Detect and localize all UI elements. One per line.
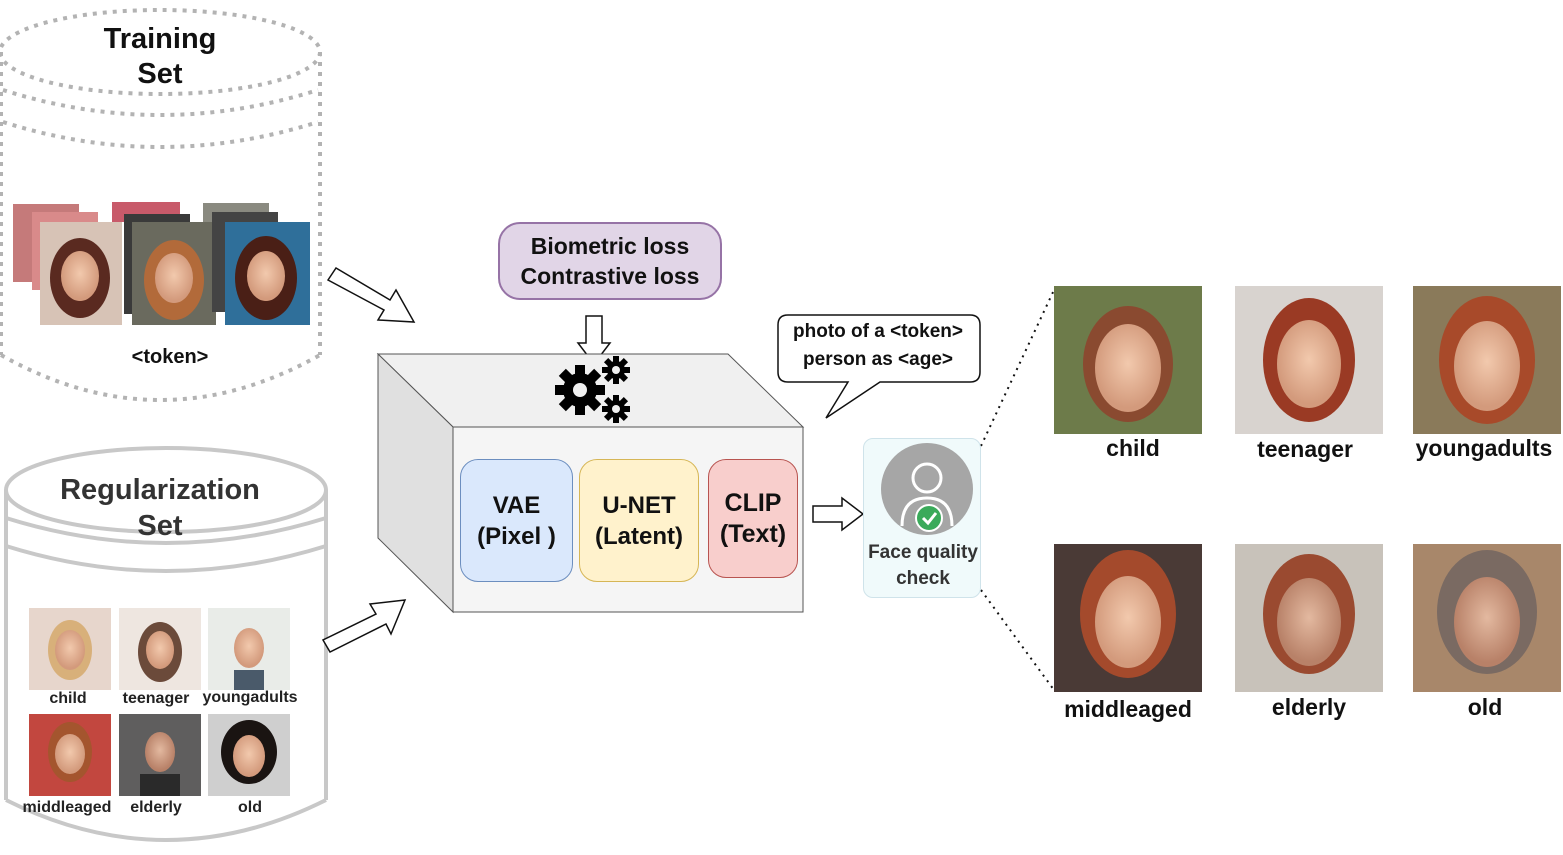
- prompt-bubble: [777, 314, 981, 419]
- output-label-elderly: elderly: [1271, 694, 1347, 720]
- output-label-middleaged: middleaged: [1064, 696, 1192, 722]
- loss-line1: Biometric loss: [530, 233, 690, 259]
- output-fan-lines: [980, 289, 1055, 691]
- check-badge-icon: [915, 504, 943, 532]
- reg-label-elderly: elderly: [130, 799, 182, 816]
- reg-label-old: old: [238, 799, 262, 816]
- reg-label-youngadults: youngadults: [202, 689, 298, 706]
- regularization-set-title: Regularization Set: [30, 472, 290, 544]
- unet-subtitle: (Latent): [595, 522, 683, 550]
- arrow-regularization-to-model: [321, 599, 407, 653]
- loss-line2: Contrastive loss: [520, 263, 700, 289]
- output-label-child: child: [1106, 435, 1160, 461]
- prompt-line2: person as <age>: [803, 349, 953, 370]
- clip-title: CLIP: [724, 488, 782, 517]
- training-set-cylinder: [0, 8, 322, 402]
- training-set-title-line2: Set: [137, 58, 183, 90]
- arrow-training-to-model: [326, 266, 416, 323]
- regularization-set-title-line1: Regularization: [60, 474, 260, 506]
- regularization-set-title-line2: Set: [137, 510, 183, 542]
- token-label: <token>: [131, 346, 209, 368]
- loss-box: Biometric loss Contrastive loss: [498, 222, 722, 300]
- prompt-text: photo of a <token> person as <age>: [778, 318, 978, 374]
- vae-module: VAE (Pixel ): [460, 459, 573, 582]
- clip-module: CLIP (Text): [708, 459, 798, 578]
- reg-label-teenager: teenager: [122, 690, 190, 707]
- vae-subtitle: (Pixel ): [477, 522, 556, 550]
- output-label-youngadults: youngadults: [1415, 435, 1553, 461]
- vae-title: VAE: [492, 491, 541, 519]
- prompt-line1: photo of a <token>: [793, 321, 963, 342]
- reg-label-middleaged: middleaged: [22, 799, 112, 816]
- unet-title: U-NET: [602, 491, 676, 519]
- training-photos: [13, 202, 310, 325]
- output-label-teenager: teenager: [1257, 436, 1353, 462]
- reg-label-child: child: [49, 690, 87, 707]
- face-quality-line2: check: [896, 568, 950, 589]
- clip-subtitle: (Text): [719, 519, 787, 548]
- gears-icon: [555, 356, 630, 423]
- regularization-photos: [29, 608, 290, 796]
- training-set-title-line1: Training: [103, 23, 217, 55]
- unet-module: U-NET (Latent): [579, 459, 699, 582]
- arrow-model-to-quality: [812, 496, 865, 532]
- face-quality-line1: Face quality: [868, 542, 978, 563]
- output-label-old: old: [1467, 694, 1503, 720]
- training-set-title: Training Set: [60, 22, 260, 92]
- user-check-icon: [881, 443, 973, 535]
- output-portraits: [1054, 286, 1561, 692]
- face-quality-label: Face quality check: [858, 540, 988, 592]
